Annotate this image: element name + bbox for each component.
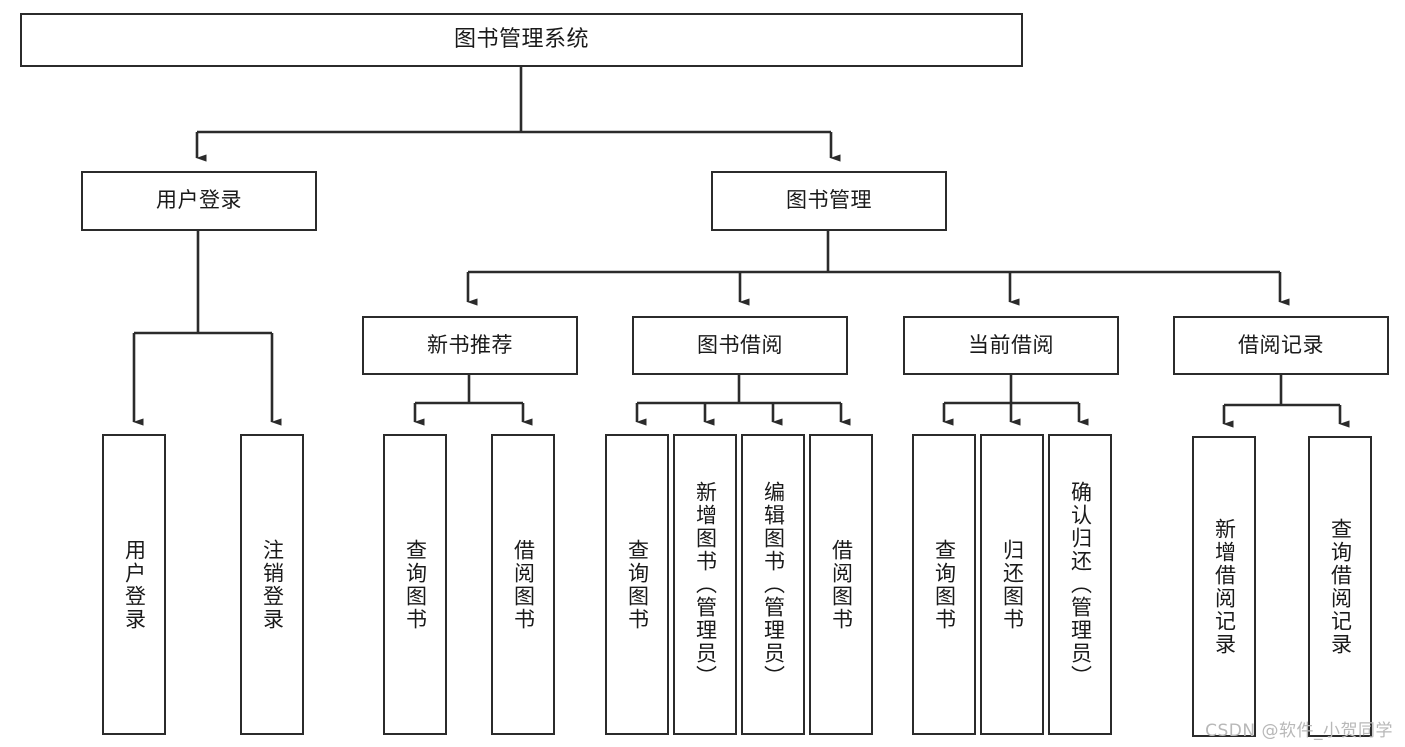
node-label: 编辑图书（管理员） xyxy=(761,481,786,688)
node-label: 用户登录 xyxy=(122,538,147,631)
node-label: 当前借阅 xyxy=(968,332,1054,357)
node-label: 用户登录 xyxy=(156,188,242,213)
leaf-recommend-borrow-book[interactable]: 借阅图书 xyxy=(491,434,555,735)
leaf-record-add-borrow-record[interactable]: 新增借阅记录 xyxy=(1192,436,1256,737)
edges-borrowrecord-to-leaves xyxy=(1222,375,1350,428)
node-label: 归还图书 xyxy=(1000,538,1025,631)
node-label: 查询图书 xyxy=(403,538,428,631)
leaf-record-query-borrow-record[interactable]: 查询借阅记录 xyxy=(1308,436,1372,737)
leaf-recommend-query-book[interactable]: 查询图书 xyxy=(383,434,447,735)
node-label: 图书管理系统 xyxy=(453,26,589,52)
node-label: 图书借阅 xyxy=(697,332,783,357)
node-label: 注销登录 xyxy=(260,538,285,631)
node-label: 借阅记录 xyxy=(1238,332,1324,357)
leaf-borrow-edit-book-admin[interactable]: 编辑图书（管理员） xyxy=(741,434,805,735)
node-label: 查询图书 xyxy=(625,538,650,631)
node-book-borrow[interactable]: 图书借阅 xyxy=(632,316,848,375)
node-user-login[interactable]: 用户登录 xyxy=(81,171,317,231)
leaf-current-return-book[interactable]: 归还图书 xyxy=(980,434,1044,735)
node-label: 新书推荐 xyxy=(427,332,513,357)
node-label: 确认归还（管理员） xyxy=(1068,481,1093,688)
leaf-current-query-book[interactable]: 查询图书 xyxy=(912,434,976,735)
leaf-borrow-query-book[interactable]: 查询图书 xyxy=(605,434,669,735)
edges-userlogin-to-leaves xyxy=(132,231,282,426)
node-borrow-record[interactable]: 借阅记录 xyxy=(1173,316,1389,375)
node-current-borrow[interactable]: 当前借阅 xyxy=(903,316,1119,375)
leaf-user-login[interactable]: 用户登录 xyxy=(102,434,166,735)
node-new-book-recommend[interactable]: 新书推荐 xyxy=(362,316,578,375)
node-label: 查询借阅记录 xyxy=(1328,517,1353,656)
node-label: 借阅图书 xyxy=(829,538,854,631)
leaf-borrow-lend-book[interactable]: 借阅图书 xyxy=(809,434,873,735)
edges-newbookrec-to-leaves xyxy=(413,375,533,426)
node-root-system[interactable]: 图书管理系统 xyxy=(20,13,1023,67)
node-label: 图书管理 xyxy=(786,188,872,213)
edges-root-to-level1 xyxy=(195,67,841,162)
leaf-current-confirm-return-admin[interactable]: 确认归还（管理员） xyxy=(1048,434,1112,735)
edges-booksmanage-to-level2 xyxy=(466,231,1290,306)
node-label: 新增图书（管理员） xyxy=(693,481,718,688)
node-book-management[interactable]: 图书管理 xyxy=(711,171,947,231)
leaf-borrow-add-book-admin[interactable]: 新增图书（管理员） xyxy=(673,434,737,735)
node-label: 新增借阅记录 xyxy=(1212,517,1237,656)
leaf-user-logout[interactable]: 注销登录 xyxy=(240,434,304,735)
watermark-text: CSDN @软件_小贺同学 xyxy=(1205,721,1393,741)
edges-bookborrow-to-leaves xyxy=(635,375,851,426)
edges-currentborrow-to-leaves xyxy=(942,375,1089,426)
node-label: 查询图书 xyxy=(932,538,957,631)
node-label: 借阅图书 xyxy=(511,538,536,631)
